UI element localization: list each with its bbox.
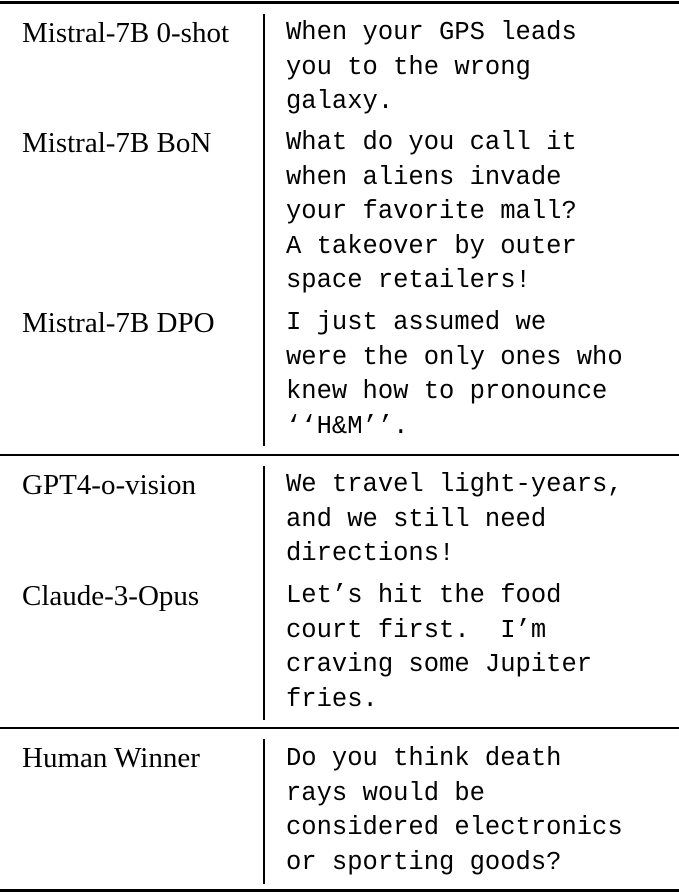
model-name: Human Winner [22, 742, 200, 774]
column-divider [263, 466, 265, 720]
bottom-rule [0, 889, 679, 892]
column-divider [263, 739, 265, 884]
model-name: GPT4-o-vision [22, 469, 196, 501]
model-name: Mistral-7B DPO [22, 307, 215, 339]
model-name: Mistral-7B 0-shot [22, 17, 230, 49]
model-name: Mistral-7B BoN [22, 127, 212, 159]
model-name: Claude-3-Opus [22, 580, 200, 612]
column-divider [263, 14, 265, 446]
top-rule [0, 1, 679, 4]
group-separator [0, 727, 679, 729]
group-separator [0, 454, 679, 456]
